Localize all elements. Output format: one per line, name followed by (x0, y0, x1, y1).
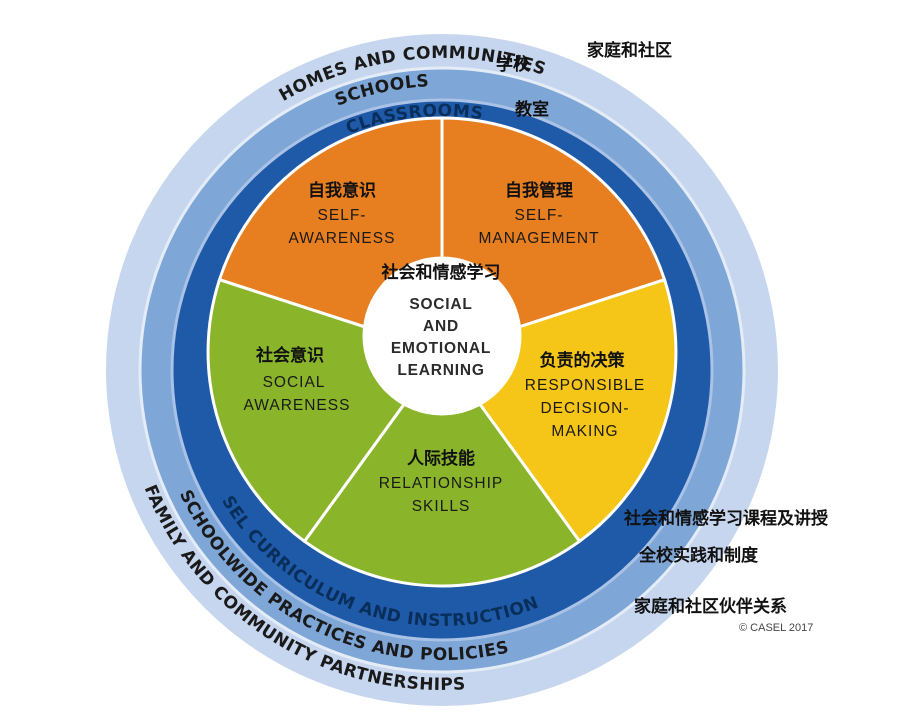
outer-ring-bottom-cn: 家庭和社区伙伴关系 (634, 596, 787, 617)
self-awareness-en-1: SELF- (318, 207, 367, 224)
center-en-1: SOCIAL (409, 296, 472, 313)
social-awareness-en-1: SOCIAL (263, 374, 326, 391)
self-management-en-1: SELF- (515, 207, 564, 224)
responsible-decision-en-2: DECISION- (540, 400, 629, 417)
self-awareness-en-2: AWARENESS (289, 230, 396, 247)
self-management-label: 自我管理 SELF- MANAGEMENT (478, 180, 599, 247)
middle-ring-top-cn: 学校 (496, 54, 531, 75)
self-awareness-label: 自我意识 SELF- AWARENESS (289, 180, 396, 247)
social-awareness-cn: 社会意识 (255, 345, 324, 366)
center-circle (362, 256, 522, 416)
social-awareness-en-2: AWARENESS (244, 397, 351, 414)
relationship-skills-label: 人际技能 RELATIONSHIP SKILLS (379, 448, 504, 515)
inner-ring-bottom-cn: 社会和情感学习课程及讲授 (623, 508, 829, 529)
center-cn: 社会和情感学习 (381, 262, 501, 283)
center-en-2: AND (423, 318, 459, 335)
responsible-decision-making-label: 负责的决策 RESPONSIBLE DECISION- MAKING (525, 350, 645, 440)
responsible-decision-cn: 负责的决策 (540, 350, 626, 371)
center-en-3: EMOTIONAL (391, 340, 491, 357)
center-en-4: LEARNING (397, 362, 484, 379)
self-management-en-2: MANAGEMENT (478, 230, 599, 247)
self-awareness-cn: 自我意识 (308, 180, 376, 201)
relationship-skills-en-2: SKILLS (412, 498, 471, 515)
outer-ring-top-cn: 家庭和社区 (587, 40, 672, 61)
ring-separator-outer (138, 66, 746, 674)
social-awareness-label: 社会意识 SOCIAL AWARENESS (244, 345, 351, 414)
relationship-skills-en-1: RELATIONSHIP (379, 475, 504, 492)
segment-relationship-skills (302, 349, 582, 588)
self-management-cn: 自我管理 (505, 180, 573, 201)
responsible-decision-en-1: RESPONSIBLE (525, 377, 645, 394)
inner-ring-top-cn: 教室 (514, 99, 549, 120)
relationship-skills-cn: 人际技能 (407, 448, 475, 469)
copyright-text: © CASEL 2017 (739, 622, 813, 634)
responsible-decision-en-3: MAKING (551, 423, 618, 440)
middle-ring-bottom-cn: 全校实践和制度 (638, 545, 759, 566)
ring-separator-inner (170, 98, 714, 642)
